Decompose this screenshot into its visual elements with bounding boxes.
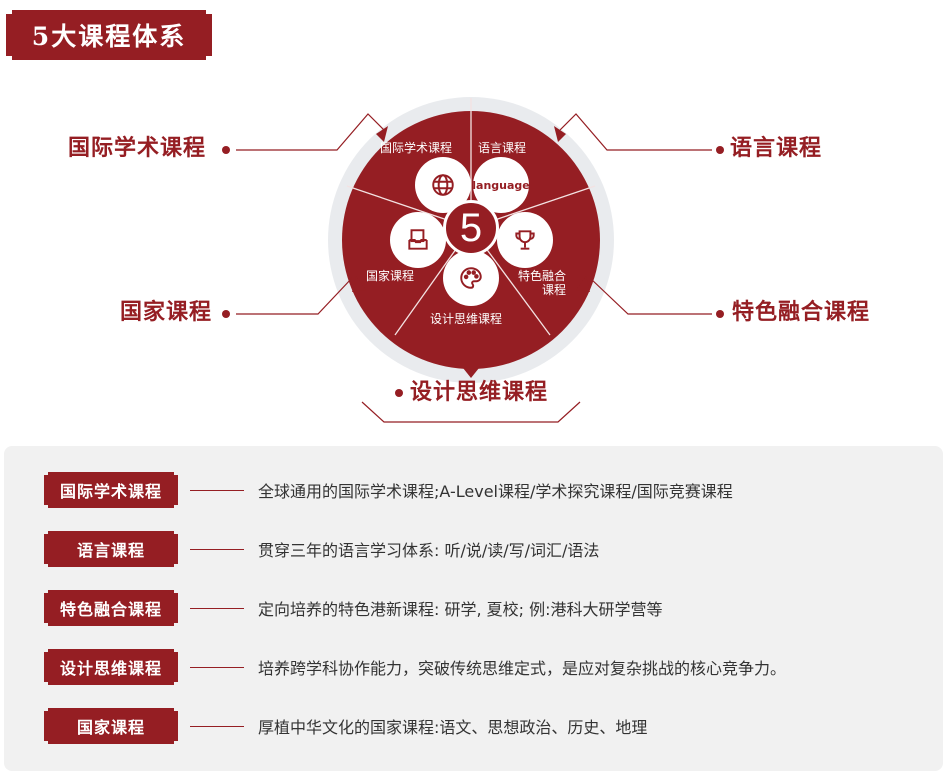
detail-tag-design: 设计思维课程 — [44, 649, 178, 685]
detail-description: 定向培养的特色港新课程: 研学, 夏校; 例:港科大研学营等 — [258, 600, 663, 619]
connector-line — [190, 489, 244, 491]
segment-label-language: 语言课程 — [478, 141, 527, 155]
center-number-badge: 5 — [443, 200, 499, 256]
globe-icon — [432, 174, 454, 196]
detail-row: 语言课程 贯穿三年的语言学习体系: 听/说/读/写/词汇/语法 — [44, 531, 599, 567]
callout-language: 语言课程 — [730, 136, 823, 161]
connector-line — [190, 666, 244, 668]
detail-description: 全球通用的国际学术课程;A-Level课程/学术探究课程/国际竞赛课程 — [258, 482, 733, 501]
trophy-icon — [515, 230, 535, 250]
detail-tag-national: 国家课程 — [44, 708, 178, 744]
detail-row: 国际学术课程 全球通用的国际学术课程;A-Level课程/学术探究课程/国际竞赛… — [44, 472, 733, 508]
course-details-panel: 国际学术课程 全球通用的国际学术课程;A-Level课程/学术探究课程/国际竞赛… — [4, 446, 943, 771]
connector-line — [190, 607, 244, 609]
detail-description: 贯穿三年的语言学习体系: 听/说/读/写/词汇/语法 — [258, 541, 600, 560]
detail-tag-international: 国际学术课程 — [44, 472, 178, 508]
petal-featured — [497, 212, 553, 268]
language-badge: language — [472, 178, 530, 192]
callout-featured: 特色融合课程 — [732, 300, 871, 325]
petal-national — [390, 212, 446, 268]
segment-label-design: 设计思维课程 — [430, 312, 503, 326]
callout-international: 国际学术课程 — [68, 136, 207, 161]
detail-description: 培养跨学科协作能力，突破传统思维定式，是应对复杂挑战的核心竞争力。 — [258, 659, 787, 678]
detail-row: 特色融合课程 定向培养的特色港新课程: 研学, 夏校; 例:港科大研学营等 — [44, 590, 663, 626]
connector-line — [190, 725, 244, 727]
segment-label-international: 国际学术课程 — [380, 141, 453, 155]
detail-tag-language: 语言课程 — [44, 531, 178, 567]
callout-design: 设计思维课程 — [410, 380, 549, 405]
segment-label-national: 国家课程 — [366, 269, 415, 283]
detail-tag-featured: 特色融合课程 — [44, 590, 178, 626]
detail-row: 设计思维课程 培养跨学科协作能力，突破传统思维定式，是应对复杂挑战的核心竞争力。 — [44, 649, 786, 685]
palette-icon — [460, 267, 482, 289]
petal-design — [443, 250, 499, 306]
page-title: 5大课程体系 — [31, 22, 187, 51]
callout-national: 国家课程 — [120, 300, 213, 325]
segment-label-featured: 特色融合 课程 — [518, 269, 567, 297]
title-banner: 5大课程体系 — [6, 10, 212, 60]
connector-line — [190, 548, 244, 550]
detail-row: 国家课程 厚植中华文化的国家课程:语文、思想政治、历史、地理 — [44, 708, 647, 744]
petal-language: language — [472, 157, 530, 213]
detail-description: 厚植中华文化的国家课程:语文、思想政治、历史、地理 — [258, 718, 648, 737]
inbox-tray-icon — [408, 229, 428, 250]
